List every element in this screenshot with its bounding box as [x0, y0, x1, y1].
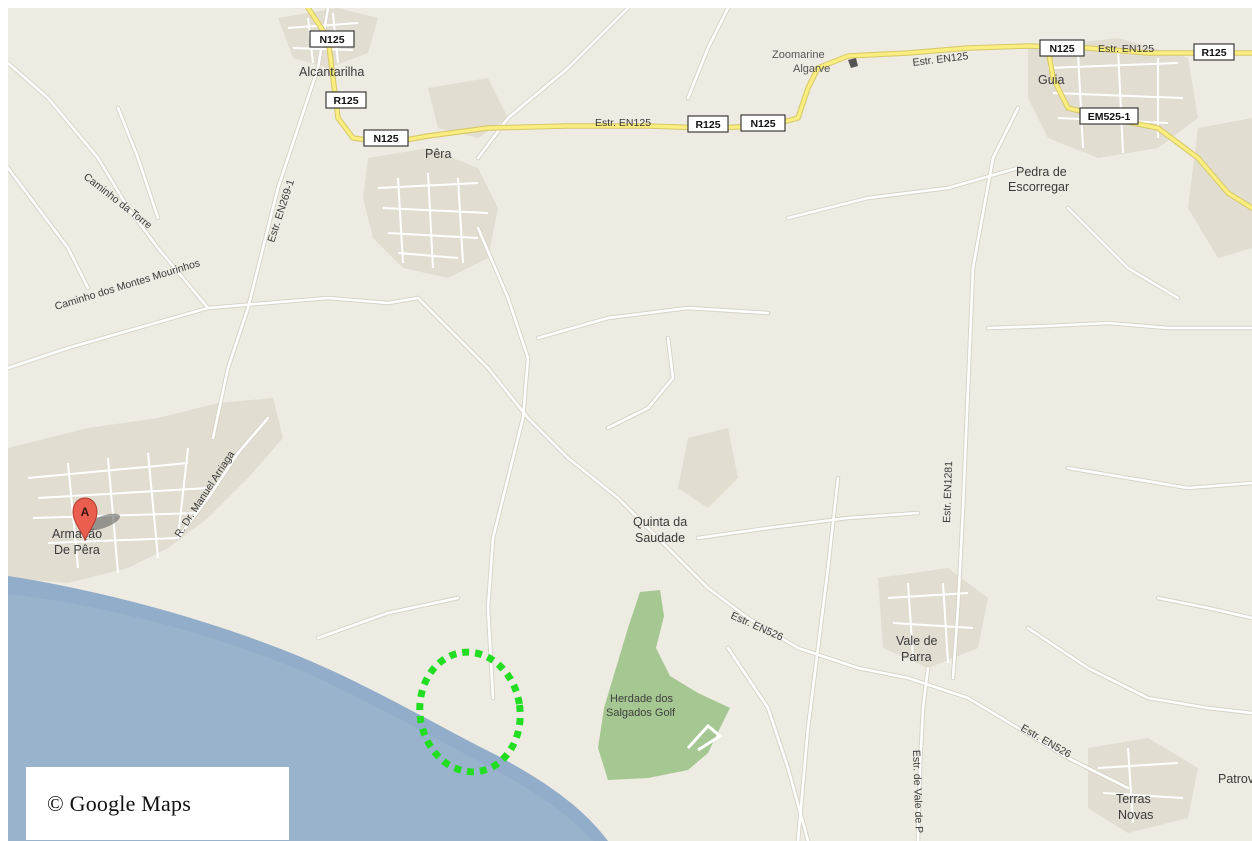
svg-text:R125: R125 — [333, 95, 358, 107]
svg-text:EM525-1: EM525-1 — [1088, 111, 1131, 123]
shield-r125-left: R125 — [325, 91, 367, 109]
golf-course-area — [598, 590, 730, 780]
shield-n125-left: N125 — [363, 129, 409, 147]
svg-text:R125: R125 — [1201, 47, 1226, 59]
svg-text:N125: N125 — [1049, 43, 1074, 55]
svg-text:N125: N125 — [373, 133, 398, 145]
golf-course-road — [686, 723, 723, 752]
shield-n125-top: N125 — [309, 30, 355, 48]
location-marker-a[interactable]: A — [72, 497, 122, 542]
place-label-de-pera: De Pêra — [54, 543, 100, 557]
shield-r125-mid: R125 — [687, 115, 729, 133]
place-label-parra: Parra — [901, 650, 932, 664]
route-shields: N125 R125 N125 R125 N125 N125 R125 EM52 — [309, 30, 1235, 147]
sea-shore-shade — [8, 576, 608, 841]
place-label-terras: Terras — [1116, 792, 1151, 806]
road-label-estr-en125-c: Estr. EN125 — [1098, 43, 1154, 55]
svg-text:R125: R125 — [695, 119, 720, 131]
copyright-text: © Google Maps — [47, 790, 191, 816]
place-label-novas: Novas — [1118, 808, 1153, 822]
place-label-alcantarilha: Alcantarilha — [299, 65, 364, 79]
place-label-zoomarine: Zoomarine — [772, 49, 825, 61]
place-label-vale-de: Vale de — [896, 634, 938, 648]
marker-pin — [72, 497, 98, 542]
marker-letter: A — [81, 505, 90, 519]
road-label-estr-en1281: Estr. EN1281 — [941, 461, 955, 523]
place-label-quinta-da: Quinta da — [633, 515, 687, 529]
svg-text:N125: N125 — [319, 34, 344, 46]
copyright-box: © Google Maps — [26, 767, 289, 840]
shield-r125-right: R125 — [1193, 43, 1235, 61]
place-label-pedra-de: Pedra de — [1016, 165, 1067, 179]
place-label-salgados-golf: Salgados Golf — [606, 707, 676, 719]
highlight-circle — [416, 648, 524, 776]
minor-roads — [8, 8, 1252, 841]
shield-n125-right: N125 — [1039, 39, 1085, 57]
map-canvas[interactable]: Caminho da Torre Caminho dos Montes Mour… — [8, 8, 1252, 841]
place-label-saudade: Saudade — [635, 531, 685, 545]
shield-n125-mid: N125 — [740, 114, 786, 132]
place-label-escorregar: Escorregar — [1008, 180, 1069, 194]
place-label-patrov: Patrov — [1218, 772, 1252, 786]
place-label-guia: Guia — [1038, 73, 1064, 87]
marker-shadow — [85, 513, 121, 531]
place-labels: Alcantarilha Pêra Zoomarine Algarve Guia… — [52, 49, 1252, 822]
attraction-icon — [848, 58, 858, 68]
svg-text:N125: N125 — [750, 118, 775, 130]
road-label-estr-en125-a: Estr. EN125 — [595, 117, 651, 129]
shield-em525: EM525-1 — [1079, 107, 1139, 125]
place-label-algarve: Algarve — [793, 63, 830, 75]
place-label-herdade-dos: Herdade dos — [610, 693, 673, 705]
road-label-estr-vale: Estr. de Vale de P — [910, 750, 925, 834]
place-label-pera: Pêra — [425, 147, 451, 161]
